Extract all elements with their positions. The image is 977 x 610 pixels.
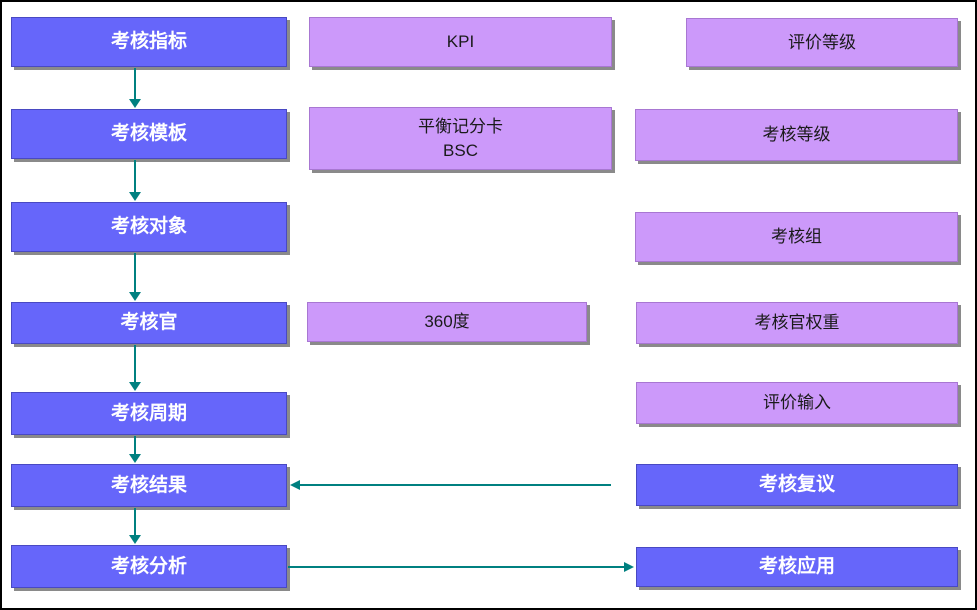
flow-box-assessment-cycle: 考核周期	[11, 392, 287, 435]
flow-box-label: 考核分析	[110, 555, 187, 577]
arrow-result-to-analysis	[134, 508, 136, 536]
arrow-object-to-assessor	[134, 253, 136, 293]
flow-box-assessment-object: 考核对象	[11, 202, 287, 252]
flow-box-assessment-review: 考核复议	[636, 464, 958, 506]
flow-box-label: 考核官权重	[754, 313, 840, 332]
arrow-template-to-object	[134, 160, 136, 193]
flow-box-assessment-group: 考核组	[635, 212, 958, 262]
flow-box-assessment-analysis: 考核分析	[11, 545, 287, 588]
arrow-template-to-object-arrowhead-icon	[129, 192, 141, 201]
arrow-result-to-analysis-arrowhead-icon	[129, 535, 141, 544]
arrow-cycle-to-result-arrowhead-icon	[129, 454, 141, 463]
flow-box-label: 考核结果	[110, 474, 187, 496]
flow-box-assessment-result: 考核结果	[11, 464, 287, 507]
arrow-review-to-result	[300, 484, 611, 486]
flow-box-label: 考核复议	[758, 474, 835, 495]
flow-box-assessment-application: 考核应用	[636, 547, 958, 587]
flow-box-assessment-indicator: 考核指标	[11, 17, 287, 67]
flow-box-label: 考核等级	[762, 125, 831, 144]
flow-box-label: 考核应用	[758, 556, 835, 577]
flow-box-label: 考核周期	[110, 402, 187, 424]
flow-box-kpi: KPI	[309, 17, 612, 67]
arrow-analysis-to-application	[288, 566, 624, 568]
flow-box-label: KPI	[446, 32, 475, 51]
flow-box-label: 考核指标	[110, 31, 187, 52]
flow-box-label: BSC	[443, 140, 478, 160]
flow-box-label: 评价输入	[763, 393, 831, 412]
flow-box-label: 评价等级	[788, 32, 856, 52]
flow-box-label: 考核官	[120, 312, 178, 333]
flow-box-label: 360度	[424, 312, 470, 331]
arrow-object-to-assessor-arrowhead-icon	[129, 292, 141, 301]
arrow-indicator-to-template	[134, 68, 136, 100]
arrow-cycle-to-result	[134, 436, 136, 455]
arrow-analysis-to-application-arrowhead-icon	[624, 562, 634, 572]
flow-box-assessor-weight: 考核官权重	[636, 302, 958, 344]
flow-box-assessor: 考核官	[11, 302, 287, 344]
arrow-review-to-result-arrowhead-icon	[290, 480, 300, 490]
flow-box-label: 考核模板	[110, 123, 187, 144]
arrow-indicator-to-template-arrowhead-icon	[129, 99, 141, 108]
flow-box-label: 平衡记分卡	[418, 116, 503, 136]
flow-box-evaluation-level: 评价等级	[686, 18, 958, 67]
flow-box-evaluation-input: 评价输入	[636, 382, 958, 424]
arrow-assessor-to-cycle	[134, 345, 136, 383]
flow-box-360-degree: 360度	[307, 302, 587, 342]
flow-box-assessment-template: 考核模板	[11, 109, 287, 159]
arrow-assessor-to-cycle-arrowhead-icon	[129, 382, 141, 391]
flow-box-assessment-level: 考核等级	[635, 109, 958, 161]
flow-box-label: 考核对象	[110, 216, 187, 237]
flow-box-balanced-scorecard: 平衡记分卡 BSC	[309, 107, 612, 170]
flow-box-label: 考核组	[771, 227, 822, 246]
